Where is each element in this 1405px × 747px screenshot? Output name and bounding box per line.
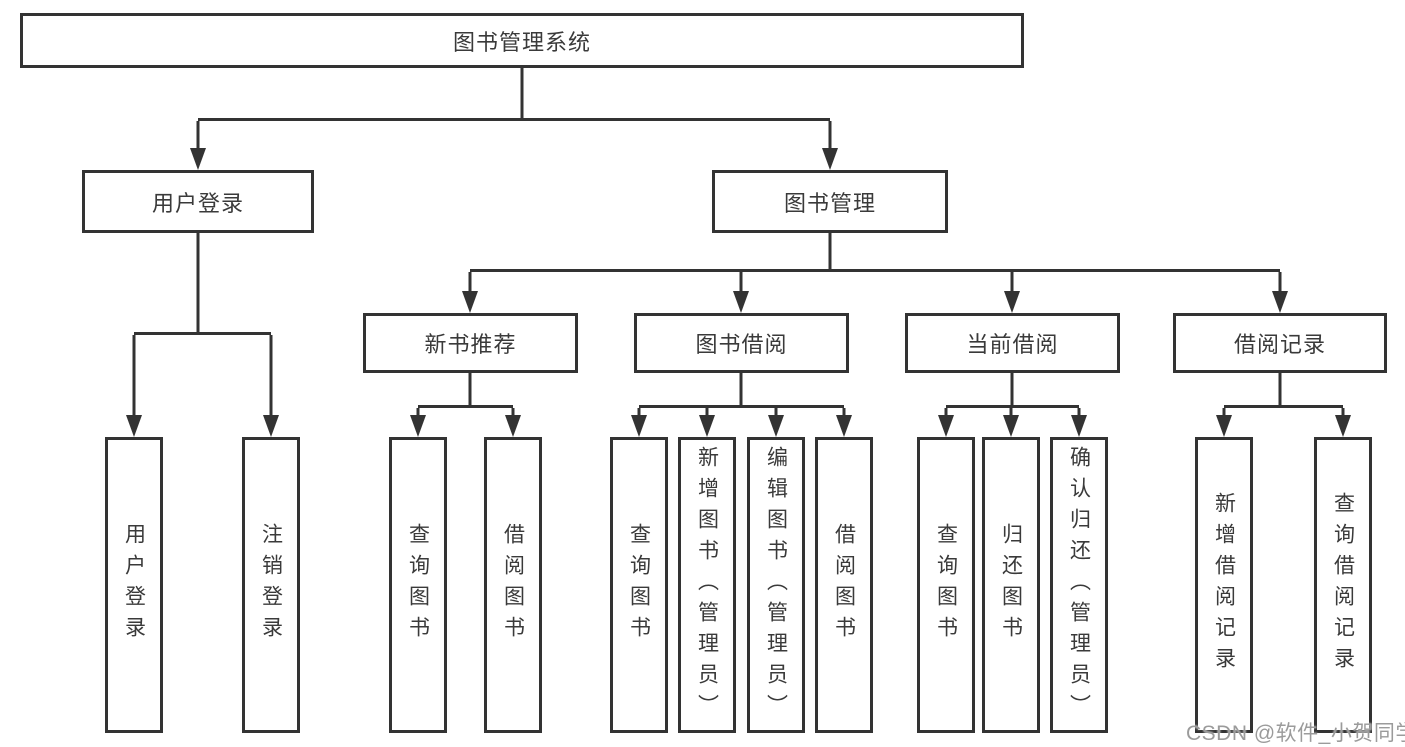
node-current-borrow: 当前借阅: [905, 313, 1120, 373]
leaf-newbook-query-books: 查询图书: [389, 437, 447, 733]
leaf-logout-login-label: 注销登录: [259, 523, 283, 647]
node-current-borrow-label: 当前借阅: [966, 332, 1059, 357]
leaf-borrow-borrow-books: 借阅图书: [815, 437, 873, 733]
node-book-borrow-label: 图书借阅: [695, 332, 788, 357]
leaf-borrow-query-books-label: 查询图书: [627, 523, 651, 647]
leaf-borrow-edit-books-admin-label: 编辑图书（管理员）: [764, 445, 788, 725]
leaf-record-add-borrow-record: 新增借阅记录: [1195, 437, 1253, 733]
csdn-watermark: CSDN @软件_小贺同学: [1186, 722, 1405, 745]
node-root: 图书管理系统: [20, 13, 1024, 68]
node-borrow-record: 借阅记录: [1173, 313, 1387, 373]
leaf-current-return-books: 归还图书: [982, 437, 1040, 733]
leaf-record-query-borrow-record-label: 查询借阅记录: [1331, 492, 1355, 678]
leaf-record-query-borrow-record: 查询借阅记录: [1314, 437, 1372, 733]
node-borrow-record-label: 借阅记录: [1233, 332, 1326, 357]
leaf-user-login-label: 用户登录: [122, 523, 146, 647]
leaf-newbook-borrow-books-label: 借阅图书: [501, 523, 525, 647]
node-book-management-label: 图书管理: [783, 190, 876, 216]
node-new-book-recommend: 新书推荐: [363, 313, 578, 373]
leaf-current-query-books: 查询图书: [917, 437, 975, 733]
leaf-logout-login: 注销登录: [242, 437, 300, 733]
leaf-current-confirm-return-admin-label: 确认归还（管理员）: [1067, 445, 1091, 725]
leaf-current-return-books-label: 归还图书: [999, 523, 1023, 647]
leaf-borrow-add-books-admin: 新增图书（管理员）: [678, 437, 736, 733]
leaf-newbook-query-books-label: 查询图书: [406, 523, 430, 647]
leaf-newbook-borrow-books: 借阅图书: [484, 437, 542, 733]
leaf-record-add-borrow-record-label: 新增借阅记录: [1212, 492, 1236, 678]
node-book-management: 图书管理: [712, 170, 948, 233]
leaf-user-login: 用户登录: [105, 437, 163, 733]
leaf-borrow-add-books-admin-label: 新增图书（管理员）: [695, 445, 719, 725]
leaf-borrow-query-books: 查询图书: [610, 437, 668, 733]
leaf-current-query-books-label: 查询图书: [934, 523, 958, 647]
leaf-current-confirm-return-admin: 确认归还（管理员）: [1050, 437, 1108, 733]
node-root-label: 图书管理系统: [452, 29, 591, 55]
leaf-borrow-edit-books-admin: 编辑图书（管理员）: [747, 437, 805, 733]
node-new-book-recommend-label: 新书推荐: [424, 332, 517, 357]
node-user-login-label: 用户登录: [151, 190, 244, 216]
node-book-borrow: 图书借阅: [634, 313, 849, 373]
leaf-borrow-borrow-books-label: 借阅图书: [832, 523, 856, 647]
node-user-login: 用户登录: [82, 170, 314, 233]
